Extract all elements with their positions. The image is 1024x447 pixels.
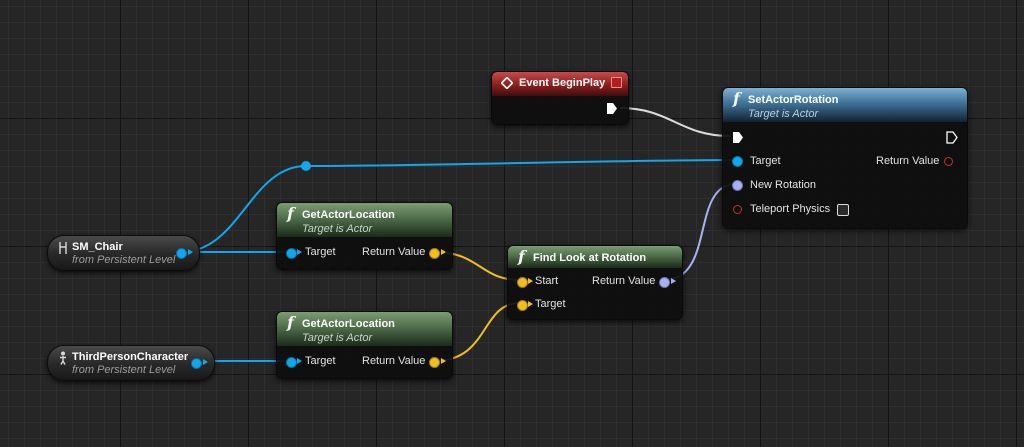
return-value-pin[interactable] — [944, 157, 953, 166]
node-title: Find Look at Rotation — [533, 252, 647, 264]
target-pin-label: Target — [535, 298, 566, 310]
new-rotation-label: New Rotation — [750, 179, 817, 191]
node-title: SM_Chair — [72, 241, 123, 253]
reroute-knot[interactable] — [301, 161, 311, 171]
target-pin[interactable] — [732, 156, 743, 167]
actor-reference-icon — [60, 351, 66, 365]
exec-input-pin[interactable] — [732, 131, 744, 144]
function-icon: f — [518, 247, 525, 266]
third-person-character-reference-node[interactable]: ThirdPersonCharacter from Persistent Lev… — [47, 345, 215, 381]
event-begin-play-node[interactable]: Event BeginPlay — [491, 71, 629, 125]
pin-arrow-icon — [528, 278, 533, 284]
start-pin[interactable] — [517, 277, 528, 288]
pin-arrow-icon — [441, 249, 446, 255]
stop-icon — [611, 77, 622, 88]
return-value-pin[interactable] — [659, 277, 670, 288]
exec-output-pin[interactable] — [946, 131, 958, 144]
target-pin[interactable] — [286, 357, 297, 368]
return-value-pin[interactable] — [429, 248, 440, 259]
exec-output-pin[interactable] — [606, 102, 618, 115]
new-rotation-pin[interactable] — [732, 180, 743, 191]
return-value-label: Return Value — [362, 355, 426, 367]
node-header: f GetActorLocation Target is Actor — [277, 203, 452, 237]
set-actor-rotation-node[interactable]: f SetActorRotation Target is Actor Targe… — [722, 87, 968, 229]
target-pin-label: Target — [305, 355, 336, 367]
node-subtitle: Target is Actor — [302, 332, 373, 344]
teleport-physics-label: Teleport Physics — [750, 203, 831, 215]
node-title: GetActorLocation — [302, 209, 395, 221]
return-value-label: Return Value — [592, 275, 656, 287]
function-icon: f — [287, 313, 294, 332]
output-pin[interactable] — [191, 358, 202, 369]
teleport-physics-checkbox[interactable] — [837, 204, 849, 216]
node-subtitle: from Persistent Level — [72, 364, 176, 376]
get-actor-location-node-1[interactable]: f GetActorLocation Target is Actor Targe… — [276, 202, 453, 270]
event-header: Event BeginPlay — [492, 72, 628, 96]
target-pin[interactable] — [286, 248, 297, 259]
pin-arrow-icon — [441, 358, 446, 364]
node-header: f Find Look at Rotation — [508, 246, 682, 268]
pin-arrow-icon — [671, 278, 676, 284]
node-title: SetActorRotation — [748, 94, 839, 106]
node-header: f SetActorRotation Target is Actor — [723, 88, 967, 122]
get-actor-location-node-2[interactable]: f GetActorLocation Target is Actor Targe… — [276, 311, 453, 379]
target-pin-label: Target — [750, 155, 781, 167]
teleport-physics-pin[interactable] — [733, 205, 742, 214]
pin-arrow-icon — [528, 301, 533, 307]
node-title: GetActorLocation — [302, 318, 395, 330]
node-subtitle: Target is Actor — [302, 223, 373, 235]
node-subtitle: Target is Actor — [748, 108, 819, 120]
pin-arrow-icon — [188, 249, 193, 255]
object-wire-chair-to-setrotation — [180, 159, 737, 253]
actor-reference-icon — [59, 242, 67, 254]
pin-arrow-icon — [297, 249, 302, 255]
function-icon: f — [733, 89, 740, 108]
output-pin[interactable] — [176, 248, 187, 259]
sm-chair-reference-node[interactable]: SM_Chair from Persistent Level — [47, 235, 200, 271]
pin-arrow-icon — [297, 358, 302, 364]
node-subtitle: from Persistent Level — [72, 254, 176, 266]
event-diamond-icon — [501, 77, 513, 89]
target-pin-label: Target — [305, 246, 336, 258]
target-pin[interactable] — [517, 300, 528, 311]
node-title: Event BeginPlay — [519, 77, 606, 89]
exec-wire — [619, 107, 731, 137]
find-look-at-rotation-node[interactable]: f Find Look at Rotation Start Return Val… — [507, 245, 683, 320]
node-header: f GetActorLocation Target is Actor — [277, 312, 452, 346]
pin-arrow-icon — [203, 359, 208, 365]
function-icon: f — [287, 204, 294, 223]
start-pin-label: Start — [535, 275, 559, 287]
return-value-label: Return Value — [876, 155, 940, 167]
return-value-label: Return Value — [362, 246, 426, 258]
node-title: ThirdPersonCharacter — [72, 351, 189, 363]
return-value-pin[interactable] — [429, 357, 440, 368]
